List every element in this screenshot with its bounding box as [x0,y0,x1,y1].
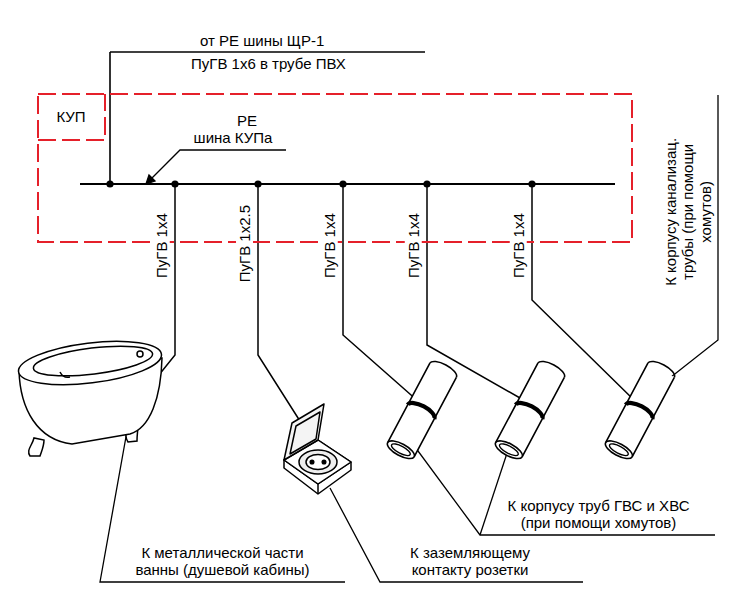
bus-leader [146,150,286,184]
cable-spec: ПуГВ 1х4 [153,213,170,278]
sewer-pipe [603,358,677,462]
socket-part [299,450,337,474]
bathtub-part [32,341,154,381]
connection-note: К металлической части ванны (душевой каб… [130,544,315,579]
supply-wire [110,52,425,184]
bus-name: РЕ шина КУПа [190,112,276,147]
socket-part [322,460,326,464]
hot-water-pipe [385,358,459,462]
bathtub [16,334,164,456]
connection-note: К корпусу труб ГВС и ХВС (при помощи хом… [501,497,696,532]
pe-bus-part [106,180,113,187]
cable-spec: ПуГВ 1х6 в трубе ПВХ [191,55,346,72]
branch-wires [134,184,636,440]
socket-part [284,404,324,460]
bathtub-part [29,438,44,456]
bathtub-part [137,351,143,357]
cable-spec: ПуГВ 1х4 [321,213,338,278]
branch-wires-part [427,184,527,402]
cable-spec: ПуГВ 1х4 [510,213,527,278]
connection-note: К заземляющему контакту розетки [400,544,540,579]
leader-lines [100,95,718,582]
cable-spec: ПуГВ 1х2.5 [236,205,253,282]
bus-leader-part [149,150,286,181]
socket-part [306,455,330,470]
supply-wire-part [109,52,111,184]
bus-leader-part [146,175,155,184]
cold-water-pipe [493,358,567,462]
tab-border [38,94,105,140]
socket-part [290,412,320,454]
connection-note: К корпусу канализац. трубы (при помощи х… [662,132,714,292]
leader-lines-part [652,95,718,392]
enclosure-name: КУП [39,95,103,138]
supply-wire-part [110,51,425,53]
socket-part [310,460,314,464]
source-note: от РЕ шины ЩР-1 [200,32,324,49]
leader-lines-part [404,432,715,535]
socket [284,404,351,494]
bathtub-part [16,334,164,391]
branch-wires-part [258,184,312,440]
pe-bus [80,180,615,187]
bathtub-part [60,372,70,377]
pipes [385,358,677,462]
cable-spec: ПуГВ 1х4 [405,213,422,278]
